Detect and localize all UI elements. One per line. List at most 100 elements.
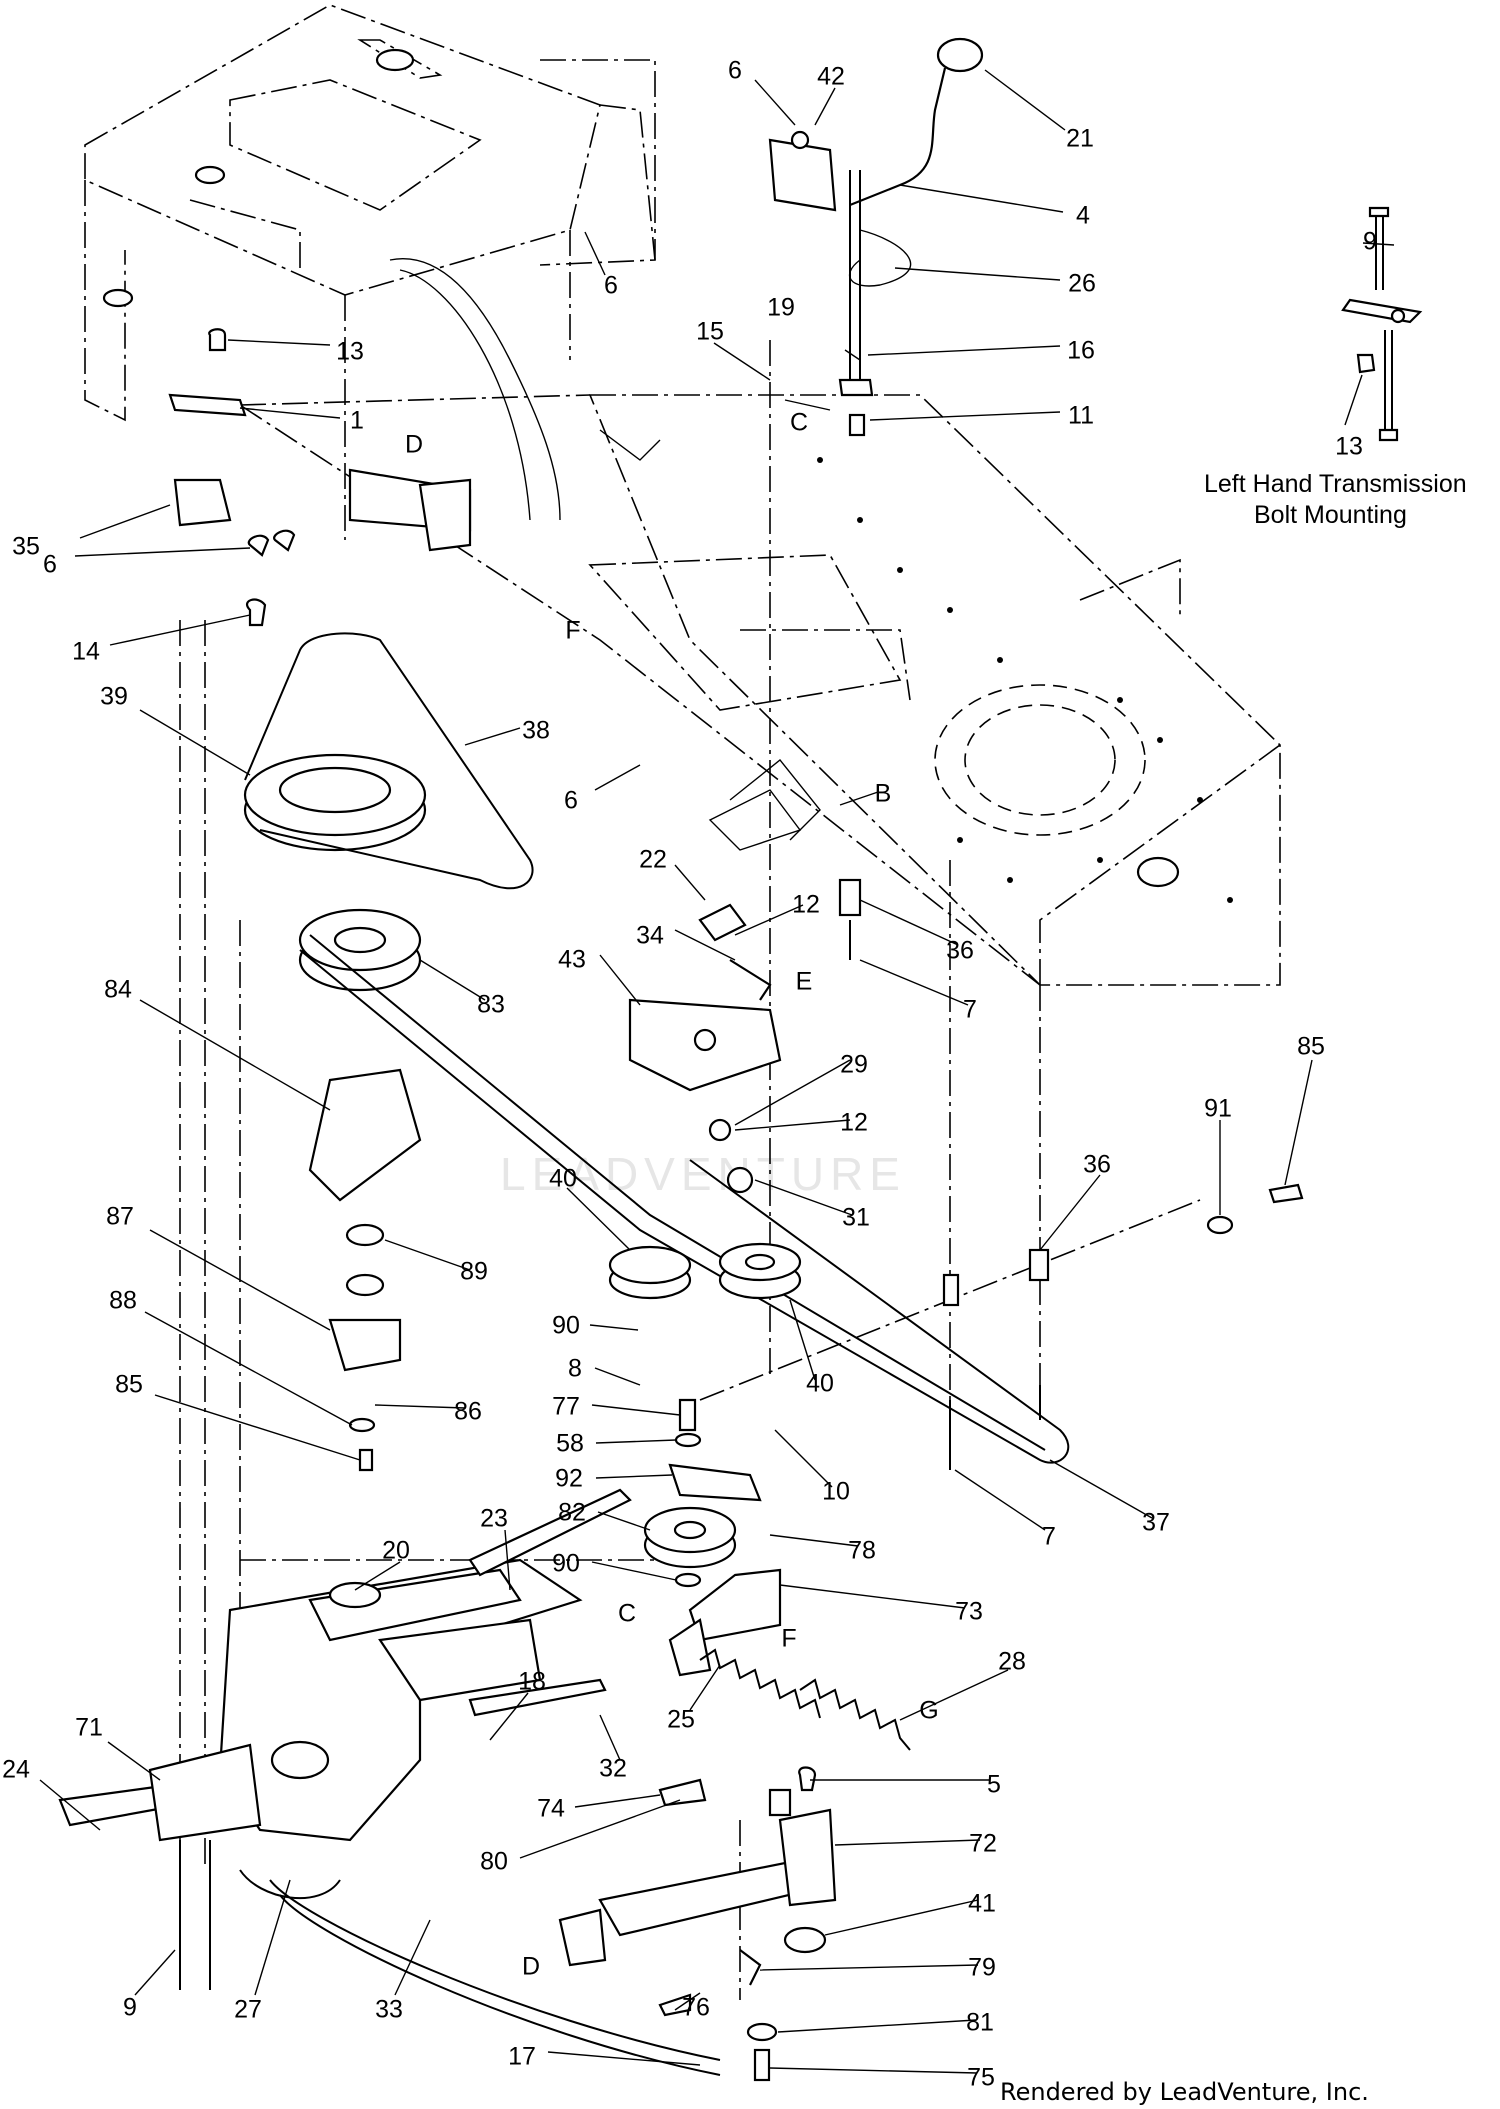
- callout-5: 5: [987, 1771, 1001, 1799]
- callout-6: 6: [604, 272, 618, 300]
- callout-16: 16: [1067, 337, 1095, 365]
- bracket-72: [558, 1766, 837, 2082]
- callout-42: 42: [817, 63, 845, 91]
- callout-18: 18: [518, 1668, 546, 1696]
- callout-6: 6: [564, 787, 578, 815]
- callout-76: 76: [682, 1994, 710, 2022]
- callout-80: 80: [480, 1848, 508, 1876]
- shift-lever-assembly: [768, 37, 984, 437]
- callout-33: 33: [375, 1996, 403, 2024]
- callout-74: 74: [537, 1795, 565, 1823]
- callout-23: 23: [480, 1505, 508, 1533]
- callout-22: 22: [639, 846, 667, 874]
- callout-12: 12: [792, 891, 820, 919]
- callout-20: 20: [382, 1537, 410, 1565]
- callout-7: 7: [1042, 1523, 1056, 1551]
- bracket-cluster-left: [168, 328, 472, 557]
- callout-34: 34: [636, 922, 664, 950]
- upper-frame: [84, 4, 656, 540]
- callout-73: 73: [955, 1598, 983, 1626]
- callout-81: 81: [966, 2009, 994, 2037]
- callout-91: 91: [1204, 1095, 1232, 1123]
- callout-79: 79: [968, 1954, 996, 1982]
- callout-88: 88: [109, 1287, 137, 1315]
- callout-G: G: [919, 1697, 938, 1725]
- callout-9: 9: [123, 1994, 137, 2022]
- callout-31: 31: [842, 1204, 870, 1232]
- callout-41: 41: [968, 1890, 996, 1918]
- drive-belt-37: [299, 934, 1070, 1464]
- callout-82: 82: [558, 1499, 586, 1527]
- callout-90: 90: [552, 1312, 580, 1340]
- callout-37: 37: [1142, 1509, 1170, 1537]
- spacers-and-bolts: [838, 878, 1304, 1470]
- callout-13: 13: [336, 338, 364, 366]
- assembly-phantom-lines: [179, 340, 1201, 2000]
- callout-D: D: [522, 1953, 540, 1981]
- callout-38: 38: [522, 717, 550, 745]
- callout-15: 15: [696, 318, 724, 346]
- callout-9: 9: [1363, 228, 1377, 256]
- idler-pulleys-40: [608, 1242, 802, 1300]
- callout-71: 71: [75, 1714, 103, 1742]
- callout-32: 32: [599, 1755, 627, 1783]
- callout-F: F: [565, 617, 580, 645]
- callout-36: 36: [946, 937, 974, 965]
- callout-86: 86: [454, 1398, 482, 1426]
- callout-85: 85: [1297, 1033, 1325, 1061]
- callout-78: 78: [848, 1537, 876, 1565]
- callout-85: 85: [115, 1371, 143, 1399]
- callout-43: 43: [558, 946, 586, 974]
- idler-bracket-43: [628, 903, 782, 1194]
- callout-92: 92: [555, 1465, 583, 1493]
- callout-39: 39: [100, 683, 128, 711]
- callout-72: 72: [969, 1830, 997, 1858]
- callout-6: 6: [43, 551, 57, 579]
- callout-89: 89: [460, 1258, 488, 1286]
- callout-29: 29: [840, 1051, 868, 1079]
- drive-pulley-83: [298, 908, 422, 992]
- callout-77: 77: [552, 1393, 580, 1421]
- callout-E: E: [796, 968, 813, 996]
- plate-84-and-washers: [308, 1068, 422, 1472]
- callout-12: 12: [840, 1109, 868, 1137]
- callout-D: D: [405, 431, 423, 459]
- callout-F: F: [781, 1625, 796, 1653]
- watermark: LEADVENTURE: [500, 1148, 906, 1200]
- engine-pulley-39: [243, 598, 534, 890]
- callout-40: 40: [806, 1370, 834, 1398]
- callout-19: 19: [767, 294, 795, 322]
- callout-4: 4: [1076, 202, 1090, 230]
- callout-13: 13: [1335, 433, 1363, 461]
- callout-B: B: [875, 780, 892, 808]
- callout-84: 84: [104, 976, 132, 1004]
- transaxle: [58, 1488, 721, 2076]
- leader-lines: [39, 69, 1395, 2074]
- callout-C: C: [618, 1600, 636, 1628]
- callout-58: 58: [556, 1430, 584, 1458]
- callout-10: 10: [822, 1478, 850, 1506]
- callout-83: 83: [477, 991, 505, 1019]
- callout-1: 1: [350, 407, 364, 435]
- callout-40: 40: [549, 1165, 577, 1193]
- inset-caption-line-1: Left Hand Transmission: [1204, 470, 1467, 498]
- callout-36: 36: [1083, 1151, 1111, 1179]
- callout-90: 90: [552, 1550, 580, 1578]
- callout-21: 21: [1066, 125, 1094, 153]
- spring-25: [699, 1648, 821, 1719]
- idler-arm-82: [643, 1398, 782, 1677]
- spring-28: [799, 1678, 911, 1751]
- callout-35: 35: [12, 533, 40, 561]
- callout-14: 14: [72, 638, 100, 666]
- callout-8: 8: [568, 1355, 582, 1383]
- inset-caption-line-2: Bolt Mounting: [1254, 501, 1407, 529]
- callout-24: 24: [2, 1756, 30, 1784]
- callout-26: 26: [1068, 270, 1096, 298]
- callout-28: 28: [998, 1648, 1026, 1676]
- callout-25: 25: [667, 1706, 695, 1734]
- callout-11: 11: [1068, 402, 1094, 430]
- callout-87: 87: [106, 1203, 134, 1231]
- callout-C: C: [790, 409, 808, 437]
